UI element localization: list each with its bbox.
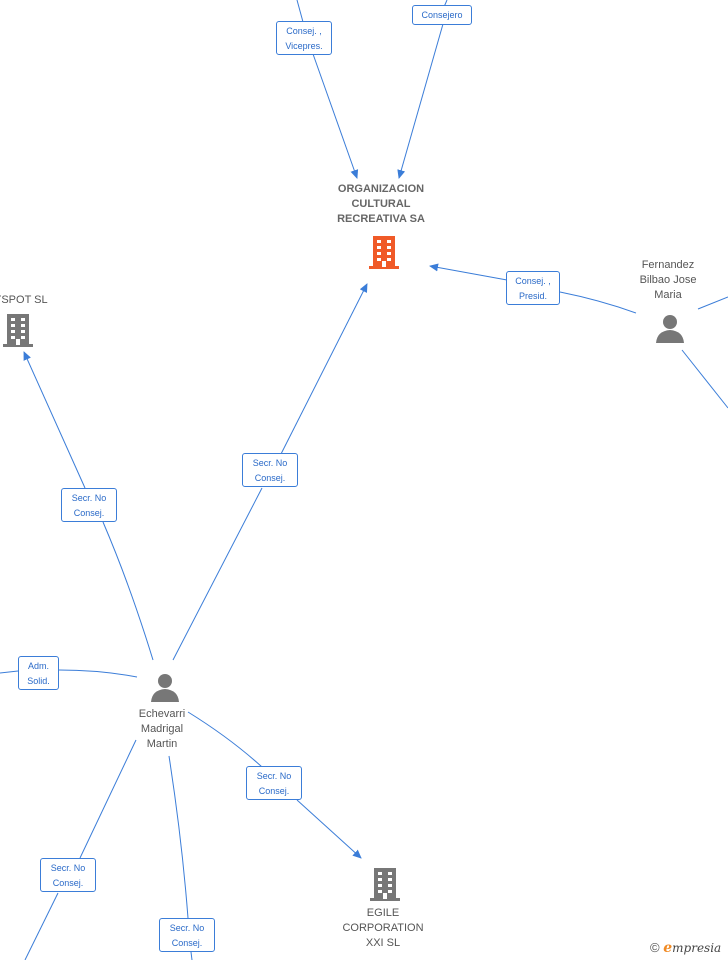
edge-label-secr-no-consej[interactable]: Secr. No Consej. <box>246 766 302 800</box>
edge-line <box>397 23 444 179</box>
edge-label-secr-no-consej[interactable]: Secr. No Consej. <box>61 488 117 522</box>
person-icon[interactable] <box>655 313 685 343</box>
edge-line <box>58 669 138 678</box>
edge-line <box>168 755 189 919</box>
node-label-egile[interactable]: EGILE CORPORATION XXI SL <box>342 907 424 949</box>
edge-label-consej-vicepres[interactable]: Consej. , Vicepres. <box>276 21 332 55</box>
edge-line <box>190 951 193 960</box>
edge-line <box>296 0 304 23</box>
edge-line <box>187 711 263 768</box>
edge-label-consejero[interactable]: Consejero <box>412 5 472 25</box>
edge-line <box>296 799 362 859</box>
edge-label-consej-presid[interactable]: Consej. , Presid. <box>506 271 560 305</box>
building-icon[interactable] <box>368 235 400 269</box>
node-label-yspot[interactable]: YSPOT SL <box>0 294 48 306</box>
edge-line <box>559 291 637 314</box>
edge-line <box>280 283 368 455</box>
edge-label-secr-no-consej[interactable]: Secr. No Consej. <box>40 858 96 892</box>
edge-line <box>0 670 19 674</box>
edge-line <box>312 53 359 179</box>
building-icon[interactable] <box>369 867 401 901</box>
edge-line <box>24 892 59 960</box>
edge-line <box>79 739 137 859</box>
edge-line <box>697 296 728 310</box>
footer-brand: © empresia <box>650 940 721 956</box>
person-icon[interactable] <box>150 672 180 702</box>
edge-label-adm-solid[interactable]: Adm. Solid. <box>18 656 59 690</box>
edge-line <box>681 349 728 409</box>
node-label-organizacion[interactable]: ORGANIZACION CULTURAL RECREATIVA SA <box>337 183 425 225</box>
brand-logo: empresia <box>663 940 722 956</box>
edge-line <box>102 521 154 661</box>
edge-line <box>172 487 263 661</box>
edge-line <box>23 351 86 489</box>
node-label-fernandez[interactable]: Fernandez Bilbao Jose Maria <box>639 259 697 301</box>
edge-label-secr-no-consej[interactable]: Secr. No Consej. <box>159 918 215 952</box>
building-icon[interactable] <box>2 313 34 347</box>
copyright-symbol: © <box>650 940 660 955</box>
edge-label-secr-no-consej[interactable]: Secr. No Consej. <box>242 453 298 487</box>
node-label-echevarri[interactable]: Echevarri Madrigal Martin <box>138 708 186 750</box>
edge-line <box>429 263 508 281</box>
